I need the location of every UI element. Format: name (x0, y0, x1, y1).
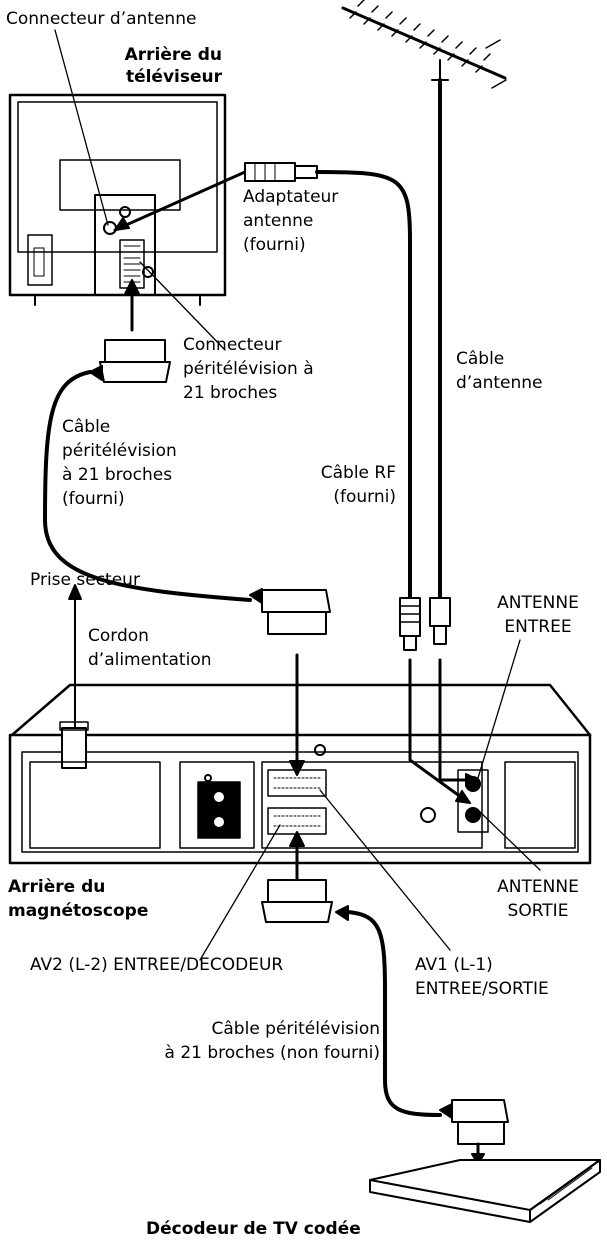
peritel-plug-decoder (439, 1099, 509, 1145)
label-connecteur-peri-1: Connecteur (183, 335, 282, 355)
label-prise-secteur: Prise secteur (30, 570, 140, 590)
label-cable-antenne-2: d’antenne (456, 373, 543, 393)
tv-back-drawing (8, 93, 227, 306)
label-adaptateur-3: (fourni) (243, 235, 306, 255)
antenna-adapter (113, 162, 318, 232)
antenna-drawing (341, 0, 507, 602)
decoder-drawing (369, 1159, 601, 1223)
label-cable-peri-3: à 21 broches (62, 465, 173, 485)
label-connecteur-peri-2: péritélévision à (183, 359, 314, 379)
label-arriere-tv-2: téléviseur (125, 67, 222, 87)
label-antenne-entree-1: ANTENNE (497, 593, 579, 613)
label-cordon-1: Cordon (88, 626, 149, 646)
label-cable-antenne-1: Câble (456, 349, 505, 369)
label-decodeur: Décodeur de TV codée (146, 1219, 361, 1239)
peritel-plug-top (89, 339, 171, 383)
label-cable-peri-4: (fourni) (62, 489, 125, 509)
rf-plug (399, 597, 421, 651)
label-av2: AV2 (L-2) ENTREE/DECODEUR (30, 955, 284, 975)
label-antenne-sortie-2: SORTIE (507, 901, 569, 921)
label-cable-rf-2: (fourni) (333, 487, 396, 507)
label-cable-peri-nf-1: Câble péritélévision (211, 1019, 380, 1039)
label-adaptateur-1: Adaptateur (243, 187, 339, 207)
label-arriere-mag-2: magnétoscope (8, 901, 149, 921)
label-cable-peri-2: péritélévision (62, 441, 177, 461)
label-cordon-2: d’alimentation (88, 650, 212, 670)
label-cable-peri-1: Câble (62, 417, 111, 437)
label-arriere-mag-1: Arrière du (8, 877, 106, 897)
vcr-back-drawing (8, 683, 592, 865)
peritel-plug-bottom (261, 879, 349, 923)
antenna-plug (429, 597, 451, 645)
label-antenne-entree-2: ENTREE (504, 617, 572, 637)
label-av1-2: ENTREE/SORTIE (415, 979, 549, 999)
label-arriere-tv-1: Arrière du (124, 45, 222, 65)
label-av1-1: AV1 (L-1) (415, 955, 493, 975)
label-cable-rf-1: Câble RF (320, 463, 396, 483)
label-connecteur-antenne: Connecteur d’antenne (6, 9, 197, 29)
label-adaptateur-2: antenne (243, 211, 314, 231)
label-cable-peri-nf-2: à 21 broches (non fourni) (164, 1043, 380, 1063)
peritel-plug-middle (249, 588, 331, 635)
label-connecteur-peri-3: 21 broches (183, 383, 278, 403)
label-antenne-sortie-1: ANTENNE (497, 877, 579, 897)
